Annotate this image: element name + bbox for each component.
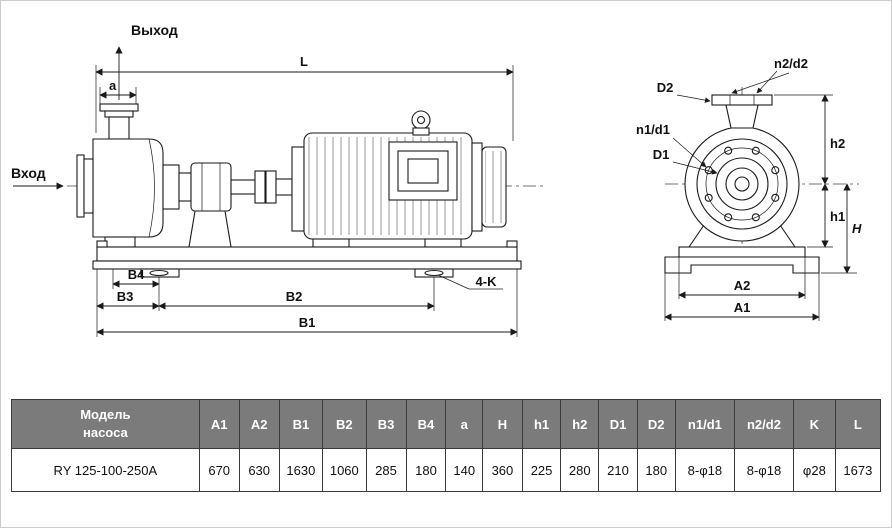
dimension-h2: h2 <box>774 94 845 185</box>
motor-side-view <box>275 110 507 248</box>
pump-side-view <box>76 103 164 248</box>
cell-B2: 1060 <box>322 448 367 492</box>
label-h2: h2 <box>830 136 845 151</box>
col-header-a: a <box>445 399 483 449</box>
col-header-A2: A2 <box>238 399 280 449</box>
dimension-L: L <box>95 54 514 141</box>
cell-D2: 180 <box>636 448 676 492</box>
foundation-lug-left <box>140 268 180 278</box>
bottom-dimensions: B4 B3 B2 B1 <box>96 267 518 337</box>
cell-B1: 1630 <box>278 448 324 492</box>
table-header-row: Модель насоса A1 A2 B1 B2 B3 B4 a H h1 h… <box>11 399 882 449</box>
cell-B3: 285 <box>365 448 407 492</box>
cell-h2: 280 <box>560 448 600 492</box>
label-H: H <box>852 221 862 236</box>
label-B1: B1 <box>299 315 316 330</box>
dimension-n2d2: n2/d2 <box>731 56 808 94</box>
cell-L: 1673 <box>834 448 882 492</box>
cell-model: RY 125-100-250A <box>11 448 200 492</box>
col-header-K: K <box>793 399 836 449</box>
dimension-table-section: Модель насоса A1 A2 B1 B2 B3 B4 a H h1 h… <box>11 399 882 492</box>
cell-n1d1: 8-φ18 <box>674 448 735 492</box>
cell-A2: 630 <box>238 448 280 492</box>
label-B3: B3 <box>117 289 134 304</box>
dimension-D1: D1 <box>653 147 718 175</box>
end-view: D2 n2/d2 n1/d1 D1 <box>636 56 862 321</box>
label-D2: D2 <box>657 80 674 95</box>
inlet-label: Вход <box>11 165 46 181</box>
col-header-B3: B3 <box>365 399 407 449</box>
cell-D1: 210 <box>598 448 638 492</box>
dimension-D2: D2 <box>657 80 711 103</box>
label-A2: A2 <box>734 278 751 293</box>
bearing-and-coupling <box>162 162 277 248</box>
col-header-model-label: Модель насоса <box>80 407 131 440</box>
dimension-h1: h1 <box>807 183 845 248</box>
pump-drawing: Выход Вход L a <box>1 1 891 393</box>
cell-A1: 670 <box>198 448 240 492</box>
col-header-model: Модель насоса <box>11 399 200 449</box>
cell-B4: 180 <box>405 448 447 492</box>
outlet-label: Выход <box>131 22 178 38</box>
dimensions-table: Модель насоса A1 A2 B1 B2 B3 B4 a H h1 h… <box>11 399 882 492</box>
label-D1: D1 <box>653 147 670 162</box>
pump-end-view <box>684 94 800 242</box>
dimension-H: H <box>821 183 862 274</box>
side-view: Выход Вход L a <box>11 22 546 337</box>
col-header-h1: h1 <box>521 399 562 449</box>
label-n1d1: n1/d1 <box>636 122 670 137</box>
col-header-B4: B4 <box>405 399 447 449</box>
label-4K: 4-K <box>476 274 498 289</box>
label-B2: B2 <box>286 289 303 304</box>
pump-support-foot <box>188 210 232 248</box>
table-row: RY 125-100-250A 670 630 1630 1060 285 18… <box>11 448 882 492</box>
outlet-annotation: Выход <box>115 22 178 100</box>
col-header-B1: B1 <box>278 399 324 449</box>
col-header-D1: D1 <box>598 399 638 449</box>
cell-n2d2: 8-φ18 <box>733 448 795 492</box>
cell-H: 360 <box>481 448 523 492</box>
col-header-D2: D2 <box>636 399 676 449</box>
dimension-n1d1: n1/d1 <box>636 122 707 168</box>
bolt-slot-right <box>424 269 444 277</box>
col-header-B2: B2 <box>322 399 367 449</box>
col-header-L: L <box>834 399 882 449</box>
cell-K: φ28 <box>793 448 836 492</box>
label-h1: h1 <box>830 209 845 224</box>
label-a: a <box>109 78 117 93</box>
cell-h1: 225 <box>521 448 562 492</box>
bolt-callout: 4-K <box>437 274 503 290</box>
col-header-h2: h2 <box>560 399 600 449</box>
col-header-H: H <box>481 399 523 449</box>
dimension-A1: A1 <box>664 273 820 321</box>
dimension-A2: A2 <box>678 257 806 299</box>
label-L: L <box>300 54 308 69</box>
label-n2d2: n2/d2 <box>774 56 808 71</box>
col-header-n2d2: n2/d2 <box>733 399 795 449</box>
label-A1: A1 <box>734 300 751 315</box>
cell-a: 140 <box>445 448 483 492</box>
col-header-A1: A1 <box>198 399 240 449</box>
bolt-slot-left <box>149 269 169 277</box>
label-B4: B4 <box>128 267 145 282</box>
end-view-pedestal <box>664 224 820 274</box>
col-header-n1d1: n1/d1 <box>674 399 735 449</box>
pump-drawing-svg: Выход Вход L a <box>11 22 862 337</box>
baseplate <box>92 240 522 278</box>
inlet-annotation: Вход <box>11 165 64 190</box>
